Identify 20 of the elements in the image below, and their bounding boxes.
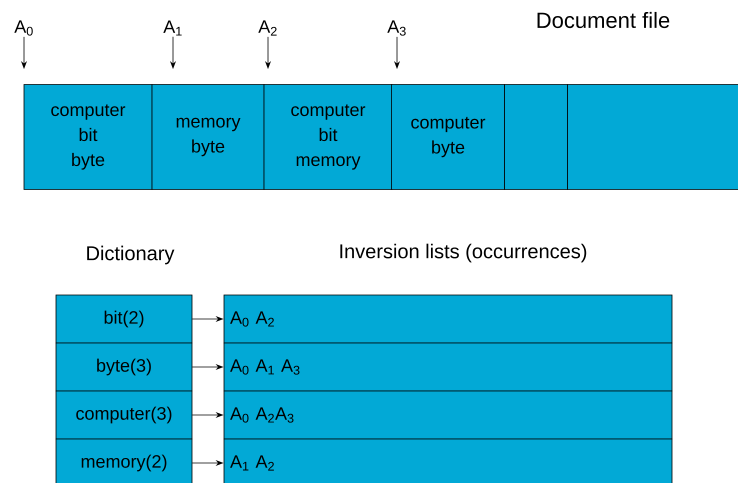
document-cell (504, 84, 568, 190)
address-label: A$_{3}$ (387, 20, 406, 36)
dictionary-entry: byte(3) (56, 342, 192, 392)
occurrence-list: A$_{0}$ A$_{2}$A$_{3}$ (224, 390, 672, 440)
heading: Inversion lists (occurrences) (340, 244, 586, 262)
occurrence-list: A$_{0}$ A$_{2}$ (224, 294, 672, 344)
address-label: A$_{1}$ (163, 20, 182, 36)
occurrence-list: A$_{1}$ A$_{2}$ (224, 438, 672, 483)
document-cell: computer bit byte (24, 84, 152, 190)
heading: Dictionary (87, 246, 174, 264)
occurrence-list: A$_{0}$ A$_{1}$ A$_{3}$ (224, 342, 672, 392)
address-label: A$_{0}$ (14, 20, 33, 36)
dictionary-entry: memory(2) (56, 438, 192, 483)
document-cell: computer bit memory (264, 84, 392, 190)
address-label: A$_{2}$ (258, 20, 277, 36)
document-cell: memory byte (152, 84, 264, 190)
dictionary-entry: bit(2) (56, 294, 192, 344)
heading: Document file (538, 12, 670, 28)
dictionary-entry: computer(3) (56, 390, 192, 440)
document-cell: computer byte (391, 84, 505, 190)
